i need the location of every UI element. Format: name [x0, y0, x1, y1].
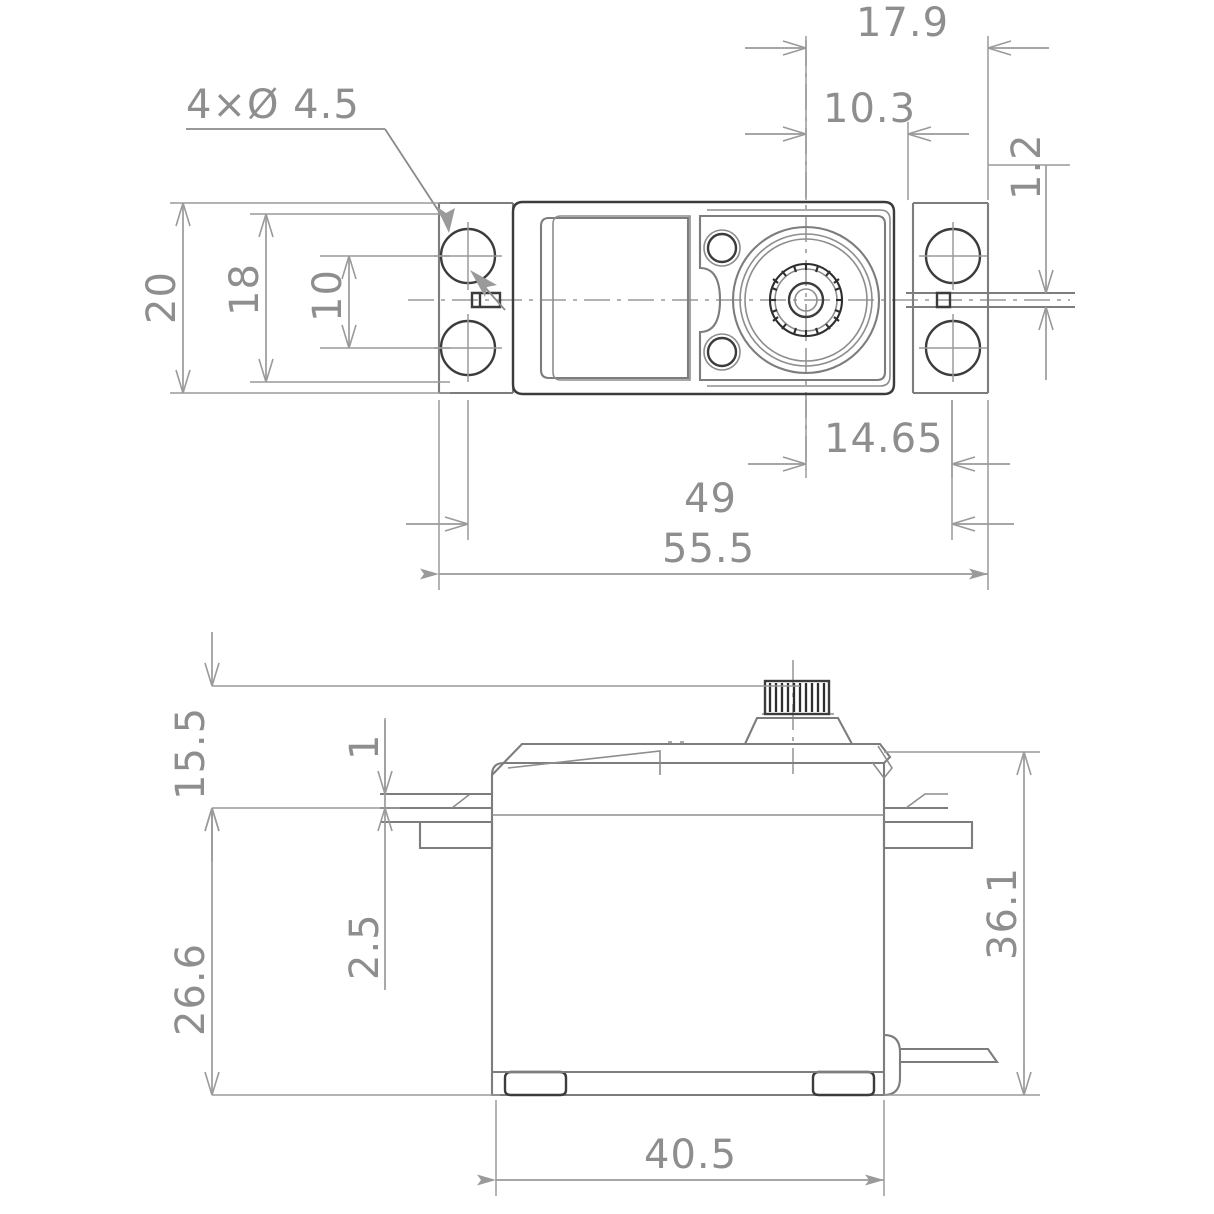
servo-cable	[900, 1047, 1000, 1064]
left-flange-chamfer	[451, 793, 471, 809]
case-top-chamfer-line	[507, 750, 661, 775]
gearbox-section	[698, 214, 887, 382]
case-right-corner-detail	[871, 745, 893, 780]
screw-hole-lower	[706, 336, 738, 368]
foot-right	[811, 1070, 876, 1097]
top-view: 4×Ø 4.5 17.9 10.3 1.2	[139, 0, 1075, 590]
dimension-40-5: 40.5	[477, 1100, 885, 1196]
shaft-boss	[744, 716, 853, 745]
dimension-17-9-label: 17.9	[856, 0, 949, 46]
dimension-26-6-label: 26.6	[168, 943, 214, 1036]
servo-case-outline	[511, 200, 896, 396]
dimension-10: 10	[305, 255, 450, 349]
dimension-10-3-label: 10.3	[823, 86, 916, 132]
left-flange-top	[380, 806, 492, 824]
output-hub-outer	[731, 225, 881, 375]
shaft-bore	[787, 281, 825, 319]
dimension-20-label: 20	[139, 271, 185, 324]
hole-callout: 4×Ø 4.5	[186, 82, 506, 311]
output-hub-ring3	[744, 238, 868, 362]
case-top-cover	[491, 742, 892, 776]
dimension-17-9: 17.9	[745, 0, 1049, 200]
case-inner-chamber	[539, 216, 690, 380]
left-mount-tab	[437, 201, 515, 395]
dimension-36-1: 36.1	[884, 751, 1040, 1096]
dimension-26-6: 26.6	[168, 807, 220, 1096]
right-flange-side	[882, 820, 974, 850]
foot-left	[503, 1070, 568, 1097]
dimension-14-65: 14.65	[748, 400, 1010, 478]
dimension-15-5: 15.5	[168, 632, 220, 862]
right-mount-tab	[911, 201, 990, 395]
dimension-20: 20	[139, 202, 450, 394]
dimension-1: 1	[342, 718, 393, 808]
dimension-18: 18	[222, 213, 450, 383]
dimension-40-5-label: 40.5	[644, 1132, 737, 1178]
dimension-49: 49	[406, 400, 1014, 540]
dimension-55-5: 55.5	[420, 400, 989, 590]
dimension-55-5-label: 55.5	[662, 526, 755, 572]
dimension-49-label: 49	[684, 476, 737, 522]
shaft-bore-inner	[794, 288, 818, 312]
dimension-2-5-label: 2.5	[342, 913, 388, 980]
output-hub-ring2	[739, 233, 873, 367]
spline-teeth	[770, 264, 842, 336]
side-view: 15.5 26.6 1 2.5 36.1	[168, 632, 1040, 1196]
screw-hole-lower-ring	[703, 333, 741, 371]
screw-hole-upper-ring	[703, 229, 741, 267]
dimension-10-label: 10	[305, 269, 351, 322]
screw-hole-upper	[706, 232, 738, 264]
case-inner-chamber-offset	[552, 215, 691, 381]
dimension-14-65-label: 14.65	[824, 416, 944, 462]
dimension-1-2-label: 1.2	[1004, 133, 1050, 200]
right-tab-notch	[935, 291, 952, 309]
servo-body-side	[490, 761, 886, 1097]
spline-shaft-teeth	[768, 683, 826, 712]
dimension-10-3: 10.3	[745, 86, 969, 200]
gearbox-section-offset	[707, 209, 891, 387]
dimension-1-2: 1.2	[988, 133, 1070, 380]
right-flange-chamfer	[905, 793, 948, 809]
left-flange-side	[418, 820, 494, 850]
dimension-2-5: 2.5	[342, 807, 393, 990]
dimension-15-5-label: 15.5	[168, 707, 214, 800]
cable-grommet	[883, 1033, 902, 1097]
dimension-1-label: 1	[342, 734, 388, 760]
hole-callout-label: 4×Ø 4.5	[186, 82, 360, 128]
spline-shaft-side	[763, 679, 831, 716]
dimension-18-label: 18	[222, 263, 268, 316]
dimension-36-1-label: 36.1	[980, 867, 1026, 960]
